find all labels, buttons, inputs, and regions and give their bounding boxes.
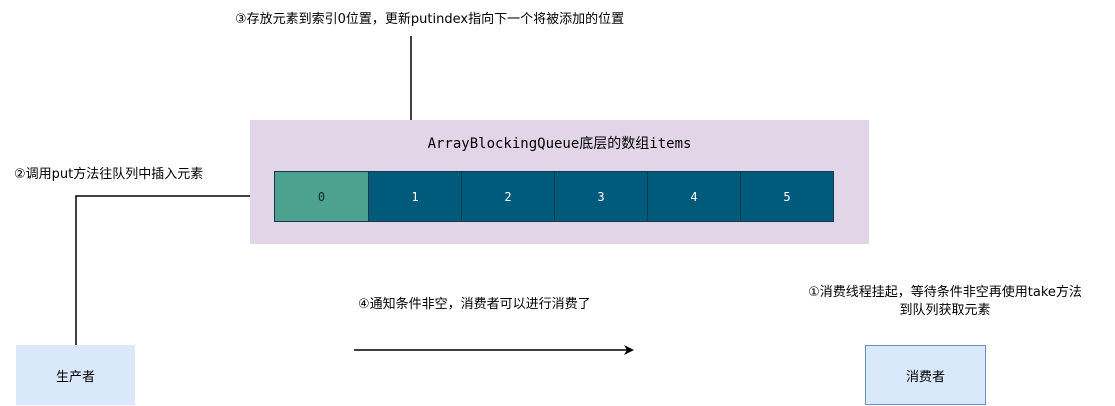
array-cell-3: 3: [554, 172, 647, 221]
step2-label: ②调用put方法往队列中插入元素: [14, 167, 204, 182]
array-cell-1: 1: [368, 172, 461, 221]
step3-label: ③存放元素到索引0位置，更新putindex指向下一个将被添加的位置: [235, 12, 625, 27]
step1-label-line1: ①消费线程挂起，等待条件非空再使用take方法: [808, 285, 1082, 300]
queue-array: 0 1 2 3 4 5: [274, 171, 834, 222]
step1-label: ①消费线程挂起，等待条件非空再使用take方法 到队列获取元素: [785, 284, 1105, 320]
producer-to-queue-arrow: [75, 191, 274, 345]
array-cell-5: 5: [740, 172, 833, 221]
array-cell-2: 2: [461, 172, 554, 221]
producer-box: 生产者: [16, 345, 135, 405]
array-cell-4: 4: [647, 172, 740, 221]
array-cell-0: 0: [275, 172, 368, 221]
consumer-box: 消费者: [865, 345, 986, 405]
queue-title: ArrayBlockingQueue底层的数组items: [427, 136, 692, 152]
step1-label-line2: 到队列获取元素: [899, 303, 991, 318]
step4-label: ④通知条件非空，消费者可以进行消费了: [358, 297, 591, 312]
